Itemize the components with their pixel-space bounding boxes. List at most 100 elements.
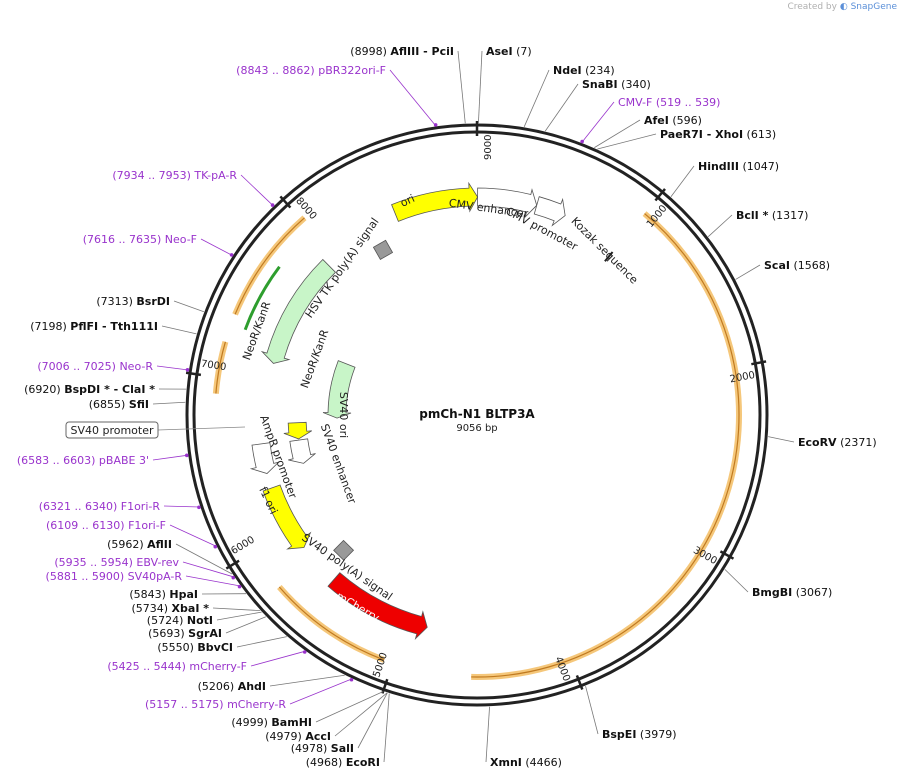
center-title: pmCh-N1 BLTP3A 9056 bp <box>419 407 535 434</box>
leader-afei-4 <box>594 119 641 148</box>
site-label-acci-15: (4979) AccI <box>265 730 331 743</box>
site-label-mcherry-r-17: (5157 .. 5175) mCherry-R <box>145 698 286 711</box>
site-pos: (1317) <box>768 209 808 222</box>
leader-ahdi-18 <box>269 674 345 687</box>
site-name: NdeI <box>553 64 582 77</box>
leader-sfii-31 <box>152 401 186 405</box>
site-label-bspei-11: BspEI (3979) <box>602 728 677 741</box>
leader-paer7i-xhoi-5 <box>597 133 657 150</box>
site-pos: (4979) <box>265 730 305 743</box>
site-pos: (5724) <box>147 614 187 627</box>
site-label-tk-pa-r-37: (7934 .. 7953) TK-pA-R <box>112 169 237 182</box>
primer-mark-tk-pa-r <box>270 203 275 207</box>
tick-label-6000: 6000 <box>229 534 256 557</box>
leader-pbabe-3-30 <box>152 454 188 461</box>
site-name: AhdI <box>238 680 266 693</box>
leader-xbai-23 <box>212 607 261 612</box>
site-name: BbvCI <box>197 641 233 654</box>
site-label-ecori-13: (4968) EcoRI <box>306 756 380 769</box>
site-name: HindIII <box>698 160 739 173</box>
orf-band-line-1 <box>278 586 385 661</box>
site-pos: (7006 .. 7025) <box>37 360 119 373</box>
site-name: mCherry-R <box>227 698 286 711</box>
leader-afliii-pcii-39 <box>457 50 466 124</box>
primer-mark-neo-r <box>185 368 190 372</box>
tick-2000 <box>751 360 767 366</box>
site-label-noti-22: (5724) NotI <box>147 614 213 627</box>
site-label-bcli-7: BclI * (1317) <box>736 209 808 222</box>
primer-mark-f1ori-r <box>197 505 201 510</box>
site-label-f1ori-f-28: (6109 .. 6130) F1ori-F <box>46 519 166 532</box>
tick-3000 <box>719 550 735 560</box>
site-pos: (8843 .. 8862) <box>236 64 318 77</box>
primer-mark-neo-f <box>229 253 234 257</box>
leader-asei-0 <box>478 50 483 124</box>
site-label-bbvci-20: (5550) BbvCI <box>157 641 233 654</box>
leader-xmni-12 <box>485 706 490 763</box>
site-label-mcherry-f-19: (5425 .. 5444) mCherry-F <box>107 660 247 673</box>
site-name: AfeI <box>644 114 669 127</box>
feature-sv40-ori-7 <box>283 421 312 440</box>
leader-bsrdi-35 <box>173 300 205 313</box>
site-label-sfii-31: (6855) SfiI <box>89 398 149 411</box>
site-pos: (5206) <box>198 680 238 693</box>
watermark-brand: SnapGene <box>850 2 897 12</box>
site-name: SgrAI <box>188 627 222 640</box>
site-pos: (7198) <box>30 320 70 333</box>
leader-pbr322ori-f-38 <box>389 69 437 127</box>
feature-hsv-tk-poly-a-signal-4 <box>372 239 394 260</box>
site-name: SnaBI <box>582 78 618 91</box>
leader-hindiii-6 <box>670 165 695 197</box>
site-name: AseI <box>486 45 513 58</box>
primer-mark-pbabe-3 <box>184 453 189 458</box>
site-name: AflIII - PciI <box>390 45 454 58</box>
site-pos: (5935 .. 5954) <box>54 556 136 569</box>
site-pos: (5962) <box>107 538 147 551</box>
site-label-bamhi-16: (4999) BamHI <box>231 716 312 729</box>
site-name: HpaI <box>169 588 198 601</box>
site-label-sgrai-21: (5693) SgrAI <box>148 627 222 640</box>
leader-noti-22 <box>216 611 262 621</box>
site-name: pBABE 3' <box>99 454 149 467</box>
site-pos: (4978) <box>291 742 331 755</box>
leader-sv40pa-r-25 <box>185 575 241 587</box>
feature-ampr-promoter-9 <box>249 442 280 475</box>
feature-label-kozak: Kozak sequence <box>568 215 640 287</box>
tick-label-7000: 7000 <box>200 359 227 374</box>
site-name: AflII <box>147 538 172 551</box>
feature-neor-kanr-5 <box>260 258 337 364</box>
site-pos: (4466) <box>522 756 562 769</box>
site-label-snabi-2: SnaBI (340) <box>582 78 651 91</box>
tick-8000 <box>279 195 292 209</box>
site-label-afei-4: AfeI (596) <box>644 114 702 127</box>
site-labels: AseI (7)NdeI (234)SnaBI (340)CMV-F (519 … <box>17 45 877 769</box>
leader-f1ori-r-29 <box>163 505 200 508</box>
site-label-ndei-1: NdeI (234) <box>553 64 615 77</box>
feature-ori-0 <box>391 181 479 222</box>
site-label-neo-r-33: (7006 .. 7025) Neo-R <box>37 360 153 373</box>
site-pos: (234) <box>582 64 615 77</box>
site-pos: (5843) <box>129 588 169 601</box>
site-pos: (8998) <box>350 45 390 58</box>
site-label-pflfi-tth111i-34: (7198) PflFI - Tth111I <box>30 320 158 333</box>
leader-bbvci-20 <box>236 636 287 648</box>
site-name: XmnI <box>490 756 522 769</box>
site-name: PflFI - Tth111I <box>70 320 158 333</box>
orf-band-0 <box>471 211 742 680</box>
feature-neor-kanr-6 <box>322 360 356 419</box>
site-name: BspEI <box>602 728 636 741</box>
leader-scai-8 <box>735 264 761 280</box>
site-name: pBR322ori-F <box>318 64 386 77</box>
site-pos: (2371) <box>837 436 877 449</box>
feature-mcherry-12 <box>327 572 428 640</box>
watermark-prefix: Created by <box>787 2 837 12</box>
site-label-asei-0: AseI (7) <box>486 45 532 58</box>
orf-band-line-2 <box>234 217 305 315</box>
leader-f1ori-f-28 <box>169 524 217 547</box>
site-label-sv40pa-r-25: (5881 .. 5900) SV40pA-R <box>46 570 183 583</box>
site-label-neo-f-36: (7616 .. 7635) Neo-F <box>83 233 197 246</box>
site-name: EcoRV <box>798 436 837 449</box>
site-name: BamHI <box>271 716 312 729</box>
site-name: EcoRI <box>346 756 380 769</box>
